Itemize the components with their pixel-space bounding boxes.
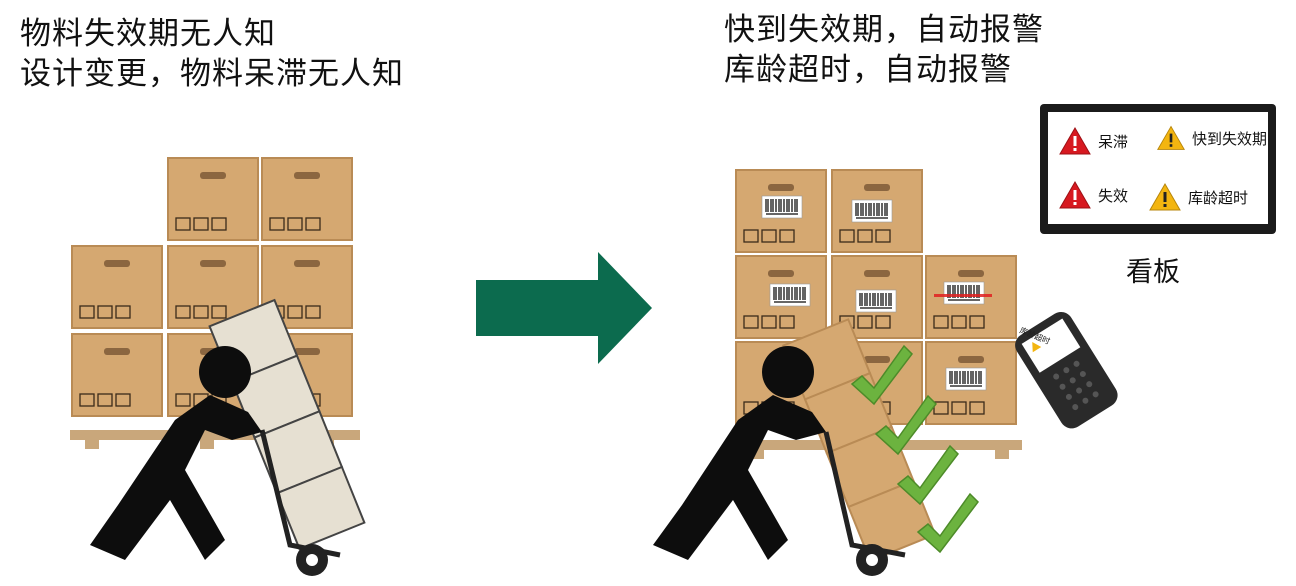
alert-label: 呆滞 [1098,132,1129,151]
alert-label: 库龄超时 [1188,188,1249,207]
left-caption: 物料失效期无人知 设计变更，物料呆滞无人知 [20,14,404,94]
alert-expired: 失效 [1058,180,1128,210]
worker-body [90,395,262,560]
barcode-label [769,283,811,307]
alert-stagnant: 呆滞 [1058,126,1128,156]
red-warning-icon [1059,180,1091,209]
right-caption-line-2: 库龄超时，自动报警 [724,52,1012,88]
dashboard-screen: 呆滞 快到失效期 失效 库龄超时 [1048,112,1268,224]
worker-body [653,395,826,560]
right-caption: 快到失效期，自动报警 库龄超时，自动报警 [724,10,1044,90]
left-caption-line-2: 设计变更，物料呆滞无人知 [20,56,404,92]
box [71,333,163,417]
barcode-label [855,289,897,313]
box [261,157,353,241]
barcode-label [943,281,985,305]
left-worker-with-cart [90,298,366,576]
box [167,157,259,241]
scan-beam [934,294,992,297]
barcode-label [851,199,893,223]
red-warning-icon [1059,126,1091,155]
barcode-label [761,195,803,219]
yellow-warning-icon [1157,125,1185,150]
right-worker-with-cart [653,318,979,576]
dashboard-monitor: 呆滞 快到失效期 失效 库龄超时 [1040,104,1276,234]
worker-head [199,346,251,398]
left-caption-line-1: 物料失效期无人知 [20,16,276,52]
yellow-warning-icon [1149,182,1181,211]
alert-label: 失效 [1098,186,1129,205]
right-caption-line-1: 快到失效期，自动报警 [724,12,1044,48]
alert-overage: 库龄超时 [1148,182,1248,212]
handheld-scanner-icon [1015,311,1118,429]
box [71,245,163,329]
alert-label: 快到失效期 [1192,129,1268,148]
dashboard-caption: 看板 [1126,257,1180,288]
alert-near-expiry: 快到失效期 [1156,124,1267,152]
barcode-label [945,367,987,391]
worker-head [762,346,814,398]
cart-plain-boxes [208,298,366,551]
flow-arrow [476,252,652,364]
